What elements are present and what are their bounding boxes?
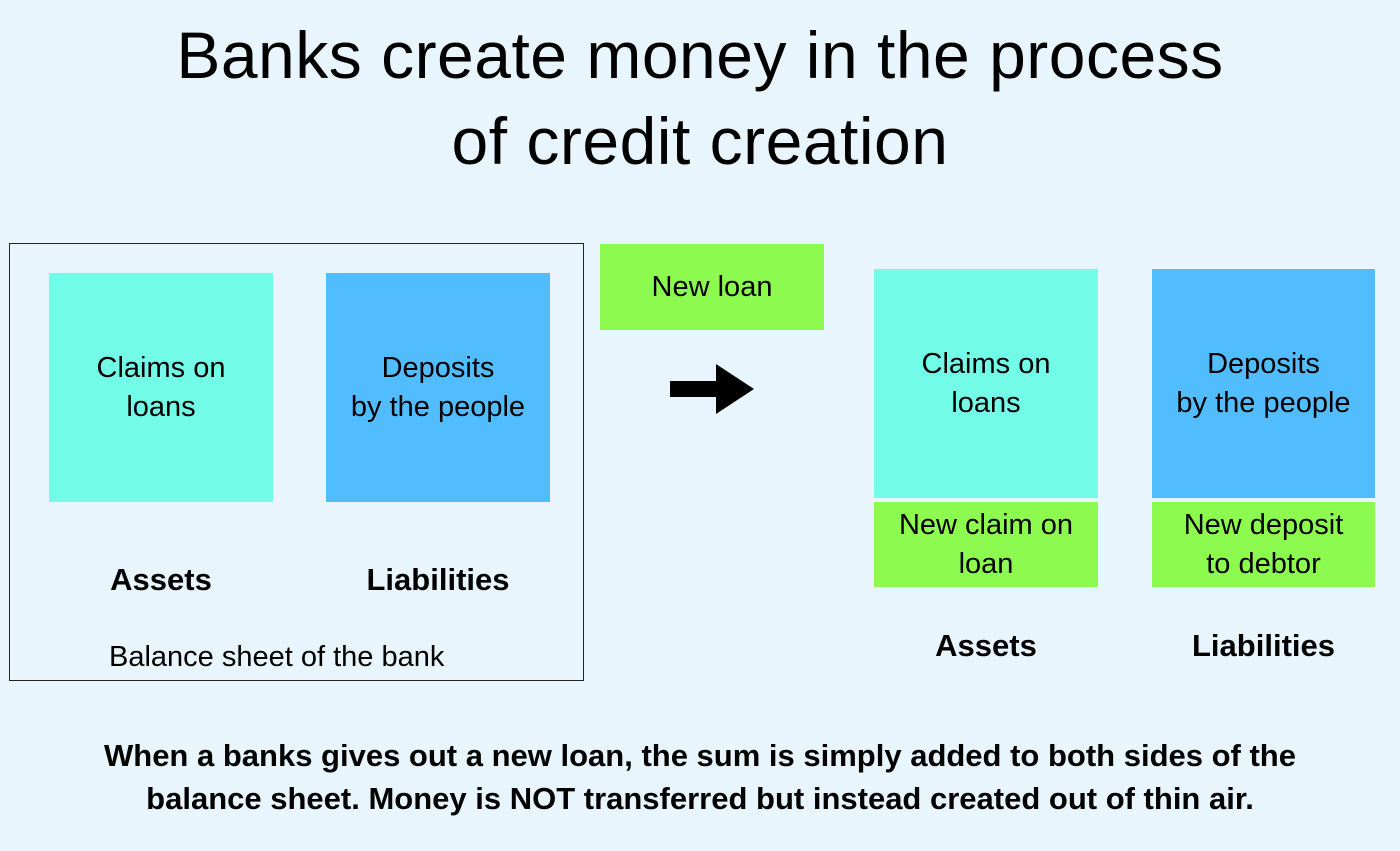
new-loan-box: New loan [600,244,824,330]
before-liabilities-label: Liabilities [366,562,510,597]
after-assets-box: Claims on loans [874,269,1098,498]
title-line-1: Banks create money in the process [176,18,1224,92]
new-deposit-line-2: to debtor [1206,547,1321,580]
after-liabilities-box: Deposits by the people [1152,269,1375,498]
balance-sheet-frame [9,243,584,681]
before-assets-box: Claims on loans [49,273,273,502]
balance-sheet-caption: Balance sheet of the bank [109,641,445,673]
after-assets-line-2: loans [951,386,1021,419]
after-liabilities-line-2: by the people [1176,386,1351,419]
new-claim-line-2: loan [958,547,1014,580]
diagram-title: Banks create money in the process of cre… [0,12,1400,184]
footer-line-1: When a banks gives out a new loan, the s… [104,738,1296,773]
new-deposit-line-1: New deposit [1183,508,1344,541]
before-assets-label: Assets [110,562,212,597]
title-line-2: of credit creation [451,104,949,178]
before-liabilities-line-2: by the people [350,390,526,423]
right-arrow-icon [670,364,754,414]
before-liabilities-box: Deposits by the people [326,273,550,502]
before-assets-line-2: loans [126,390,196,423]
new-deposit-box: New deposit to debtor [1152,502,1375,587]
before-liabilities-line-1: Deposits [381,351,495,384]
after-assets-label: Assets [935,628,1037,663]
after-assets-line-1: Claims on [921,347,1051,380]
new-claim-box: New claim on loan [874,502,1098,587]
footer-line-2: balance sheet. Money is NOT transferred … [146,781,1254,816]
new-loan-label: New loan [651,270,773,303]
new-claim-line-1: New claim on [898,508,1074,541]
footer-explanation: When a banks gives out a new loan, the s… [0,734,1400,820]
before-assets-line-1: Claims on [96,351,226,384]
after-liabilities-line-1: Deposits [1207,347,1320,380]
after-liabilities-label: Liabilities [1192,628,1335,663]
